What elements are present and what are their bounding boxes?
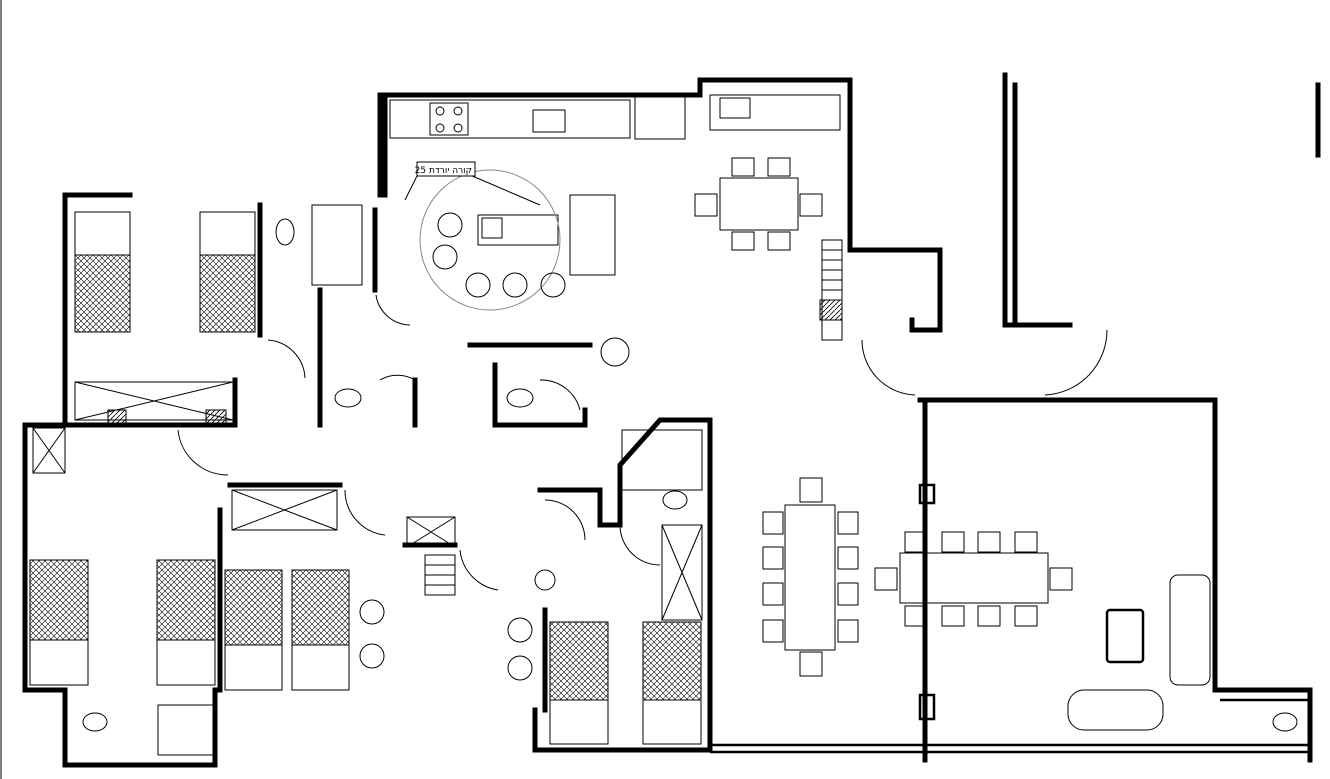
beds bbox=[29, 211, 702, 745]
closets bbox=[32, 381, 703, 621]
stairs bbox=[424, 239, 843, 596]
dining-table-small bbox=[694, 157, 823, 251]
beam-label-box bbox=[416, 161, 476, 177]
exterior-walls bbox=[22, 72, 1321, 768]
living-area bbox=[1067, 574, 1211, 731]
beam-label: קורה יורדת 25 bbox=[415, 166, 472, 176]
kitchen: קורה יורדת 25 bbox=[389, 94, 841, 311]
doors bbox=[177, 294, 1108, 591]
dining-table-large bbox=[762, 477, 1073, 677]
bathroom-fixtures bbox=[82, 204, 1298, 756]
interior-walls bbox=[67, 202, 1310, 763]
